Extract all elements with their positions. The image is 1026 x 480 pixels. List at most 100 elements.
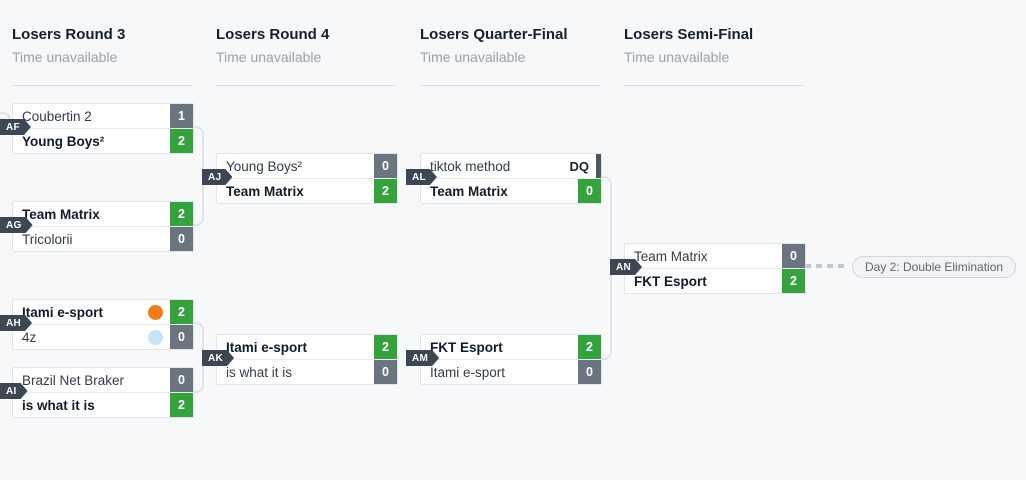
score-box: 0 [578,360,601,384]
team-row: Itami e-sport 2 [217,335,397,359]
round-title: Losers Quarter-Final [420,26,568,43]
team-row: Tricolorii 0 [13,226,193,251]
round-divider [216,85,396,86]
score-box: 0 [170,325,193,349]
round-time: Time unavailable [12,49,118,65]
score-box: 2 [782,269,805,293]
round-time: Time unavailable [216,49,322,65]
score-box: 0 [170,368,193,392]
team-row: Coubertin 2 1 [13,104,193,128]
team-row: Young Boys² 2 [13,128,193,153]
bracket-connector [191,357,204,393]
team-row: Itami e-sport 0 [421,359,601,384]
score-box: 0 [170,227,193,251]
dashed-connector [805,264,849,268]
team-row: Brazil Net Braker 0 [13,368,193,392]
team-color-icon [148,329,163,345]
round-title: Losers Semi-Final [624,26,754,43]
team-row: Young Boys² 0 [217,154,397,178]
team-name: Brazil Net Braker [22,372,125,388]
team-row: is what it is 0 [217,359,397,384]
team-row: FKT Esport 2 [421,335,601,359]
match-AL[interactable]: tiktok method DQ Team Matrix 0 [420,153,602,204]
match-badge-AK: AK [202,350,234,366]
dq-score: DQ [569,158,590,174]
team-name: 4z [22,329,37,345]
bracket-connector [191,176,204,226]
round-title: Losers Round 3 [12,26,126,43]
team-name: Team Matrix [22,206,100,222]
match-badge-AF: AF [0,119,31,135]
score-box: 0 [782,244,805,268]
team-row: Team Matrix 0 [421,178,601,203]
score-box: 0 [374,360,397,384]
score-box: 2 [374,179,397,203]
team-name: Young Boys² [22,133,105,149]
team-row: Team Matrix 2 [13,202,193,226]
match-badge-AN: AN [610,259,642,275]
score-box: 2 [578,335,601,359]
bracket-connector [191,322,204,359]
round-divider [420,85,600,86]
team-name: Itami e-sport [430,364,506,380]
team-row: FKT Esport 2 [625,268,805,293]
round-time: Time unavailable [624,49,730,65]
match-badge-AJ: AJ [202,169,232,185]
match-badge-AH: AH [0,315,32,331]
bracket-connector [599,267,612,360]
score-box: 2 [374,335,397,359]
team-name: Itami e-sport [226,339,308,355]
match-badge-AG: AG [0,217,33,233]
team-name: Team Matrix [226,183,304,199]
round-header: Losers Round 3 Time unavailable [12,26,192,86]
bracket-connector [0,112,11,124]
bracket-connector [599,176,612,268]
team-name: Coubertin 2 [22,108,92,124]
team-name: FKT Esport [634,273,707,289]
round-title: Losers Round 4 [216,26,330,43]
match-badge-AI: AI [0,383,28,399]
round-header: Losers Round 4 Time unavailable [216,26,396,86]
score-box: 0 [374,154,397,178]
round-divider [12,85,192,86]
team-row: 4z 0 [13,324,193,349]
team-row: tiktok method DQ [421,154,601,178]
score-box: 1 [170,104,193,128]
team-row: Team Matrix 2 [217,178,397,203]
score-box: 0 [578,179,601,203]
team-name: FKT Esport [430,339,503,355]
score-box: 2 [170,129,193,153]
team-color-icon [148,304,163,320]
team-row: Team Matrix 0 [625,244,805,268]
bracket-connector [191,126,204,178]
round-divider [624,85,804,86]
team-name: Team Matrix [634,248,708,264]
team-name: Tricolorii [22,231,73,247]
team-row: is what it is 2 [13,392,193,417]
bracket-destination-pill: Day 2: Double Elimination [852,256,1017,278]
team-name: Young Boys² [226,158,303,174]
team-name: is what it is [22,397,95,413]
match-AK[interactable]: Itami e-sport 2 is what it is 0 [216,334,398,385]
round-time: Time unavailable [420,49,526,65]
team-name: is what it is [226,364,293,380]
score-box: 2 [170,300,193,324]
match-badge-AM: AM [406,350,439,366]
match-badge-AL: AL [406,169,437,185]
score-box: 2 [170,393,193,417]
score-box: 2 [170,202,193,226]
team-name: tiktok method [430,158,511,174]
team-name: Team Matrix [430,183,508,199]
match-AI[interactable]: Brazil Net Braker 0 is what it is 2 [12,367,194,418]
dq-indicator [596,154,601,178]
